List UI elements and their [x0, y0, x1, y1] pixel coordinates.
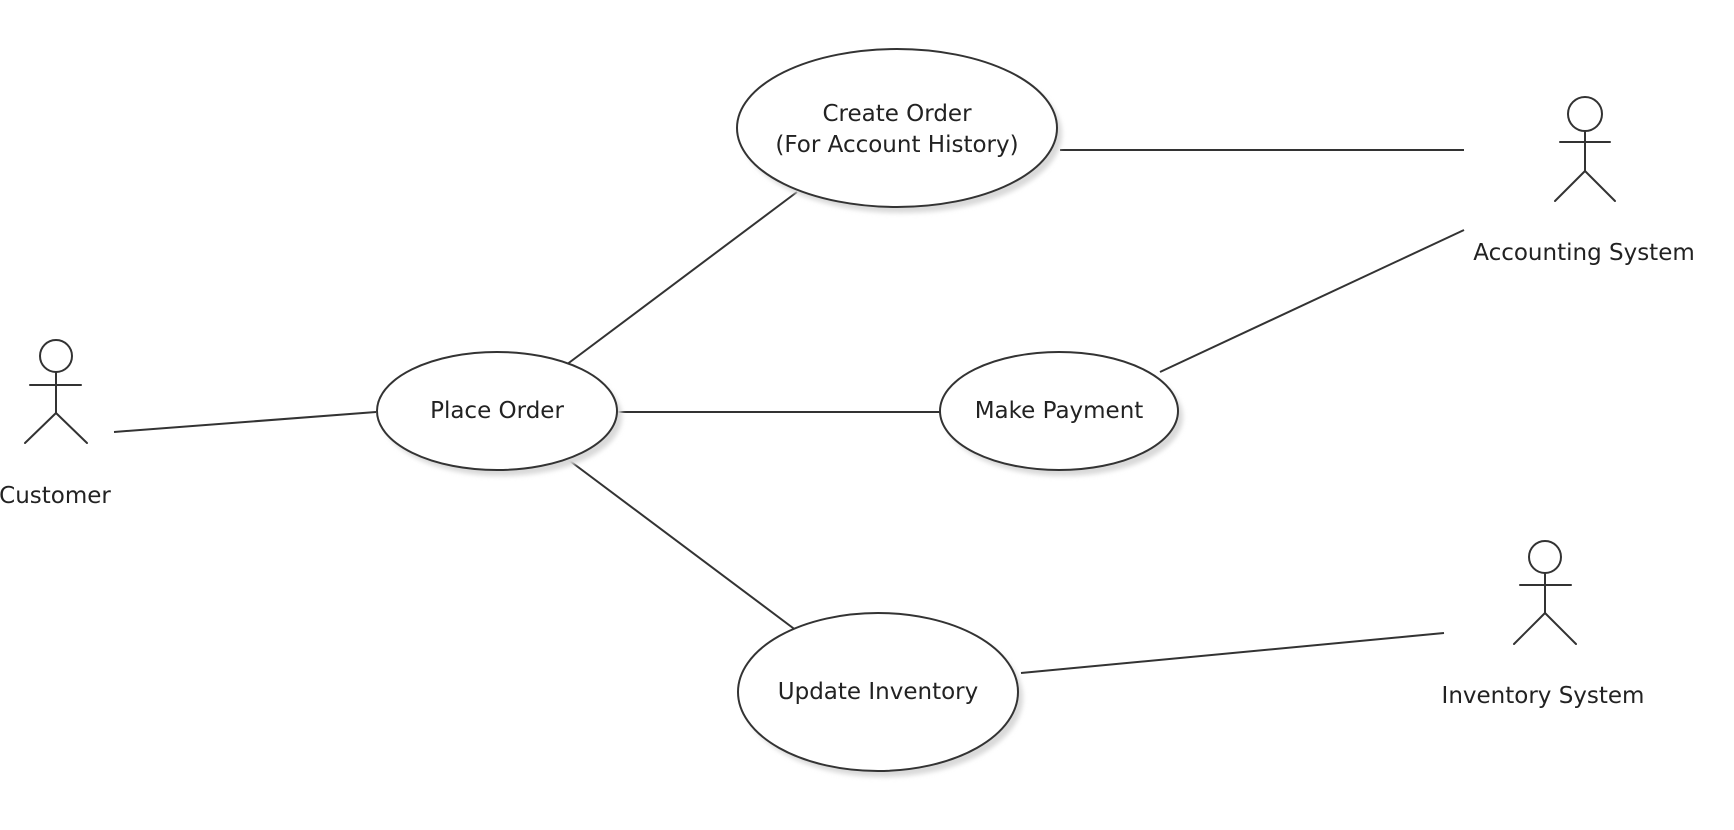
- actor-label: Accounting System: [1473, 240, 1695, 266]
- stick-figure-icon: [24, 339, 88, 444]
- use-case-label: Update Inventory: [778, 679, 978, 705]
- association-update-inventory-inventory: [1020, 632, 1445, 674]
- actor-label: Inventory System: [1442, 683, 1645, 709]
- association-make-payment-accounting: [1159, 229, 1465, 373]
- use-case-ellipse: [737, 612, 1019, 772]
- associations: [113, 149, 1465, 674]
- use-case-label-line-1: Create Order: [822, 101, 972, 127]
- stick-figure-icon: [1513, 540, 1577, 645]
- use-case-create-order: Create Order (For Account History): [736, 48, 1062, 213]
- use-case-ellipse: [939, 351, 1179, 471]
- association-place-order-create-order: [557, 191, 798, 372]
- association-place-order-update-inventory: [557, 451, 802, 635]
- use-case-make-payment: Make Payment: [939, 351, 1183, 476]
- association-customer-place-order: [113, 411, 377, 433]
- actor-inventory-system: Inventory System: [1442, 540, 1645, 709]
- use-case-label-line-2: (For Account History): [775, 132, 1018, 158]
- use-case-label: Place Order: [430, 398, 564, 424]
- use-case-update-inventory: Update Inventory: [737, 612, 1023, 777]
- use-case-place-order: Place Order: [376, 351, 622, 476]
- actor-customer: Customer: [0, 339, 111, 509]
- use-case-ellipse: [736, 48, 1058, 208]
- actor-label: Customer: [0, 483, 111, 509]
- stick-figure-icon: [1554, 96, 1616, 202]
- use-case-label: Make Payment: [975, 398, 1144, 424]
- actor-accounting-system: Accounting System: [1473, 96, 1695, 266]
- use-case-ellipse: [376, 351, 618, 471]
